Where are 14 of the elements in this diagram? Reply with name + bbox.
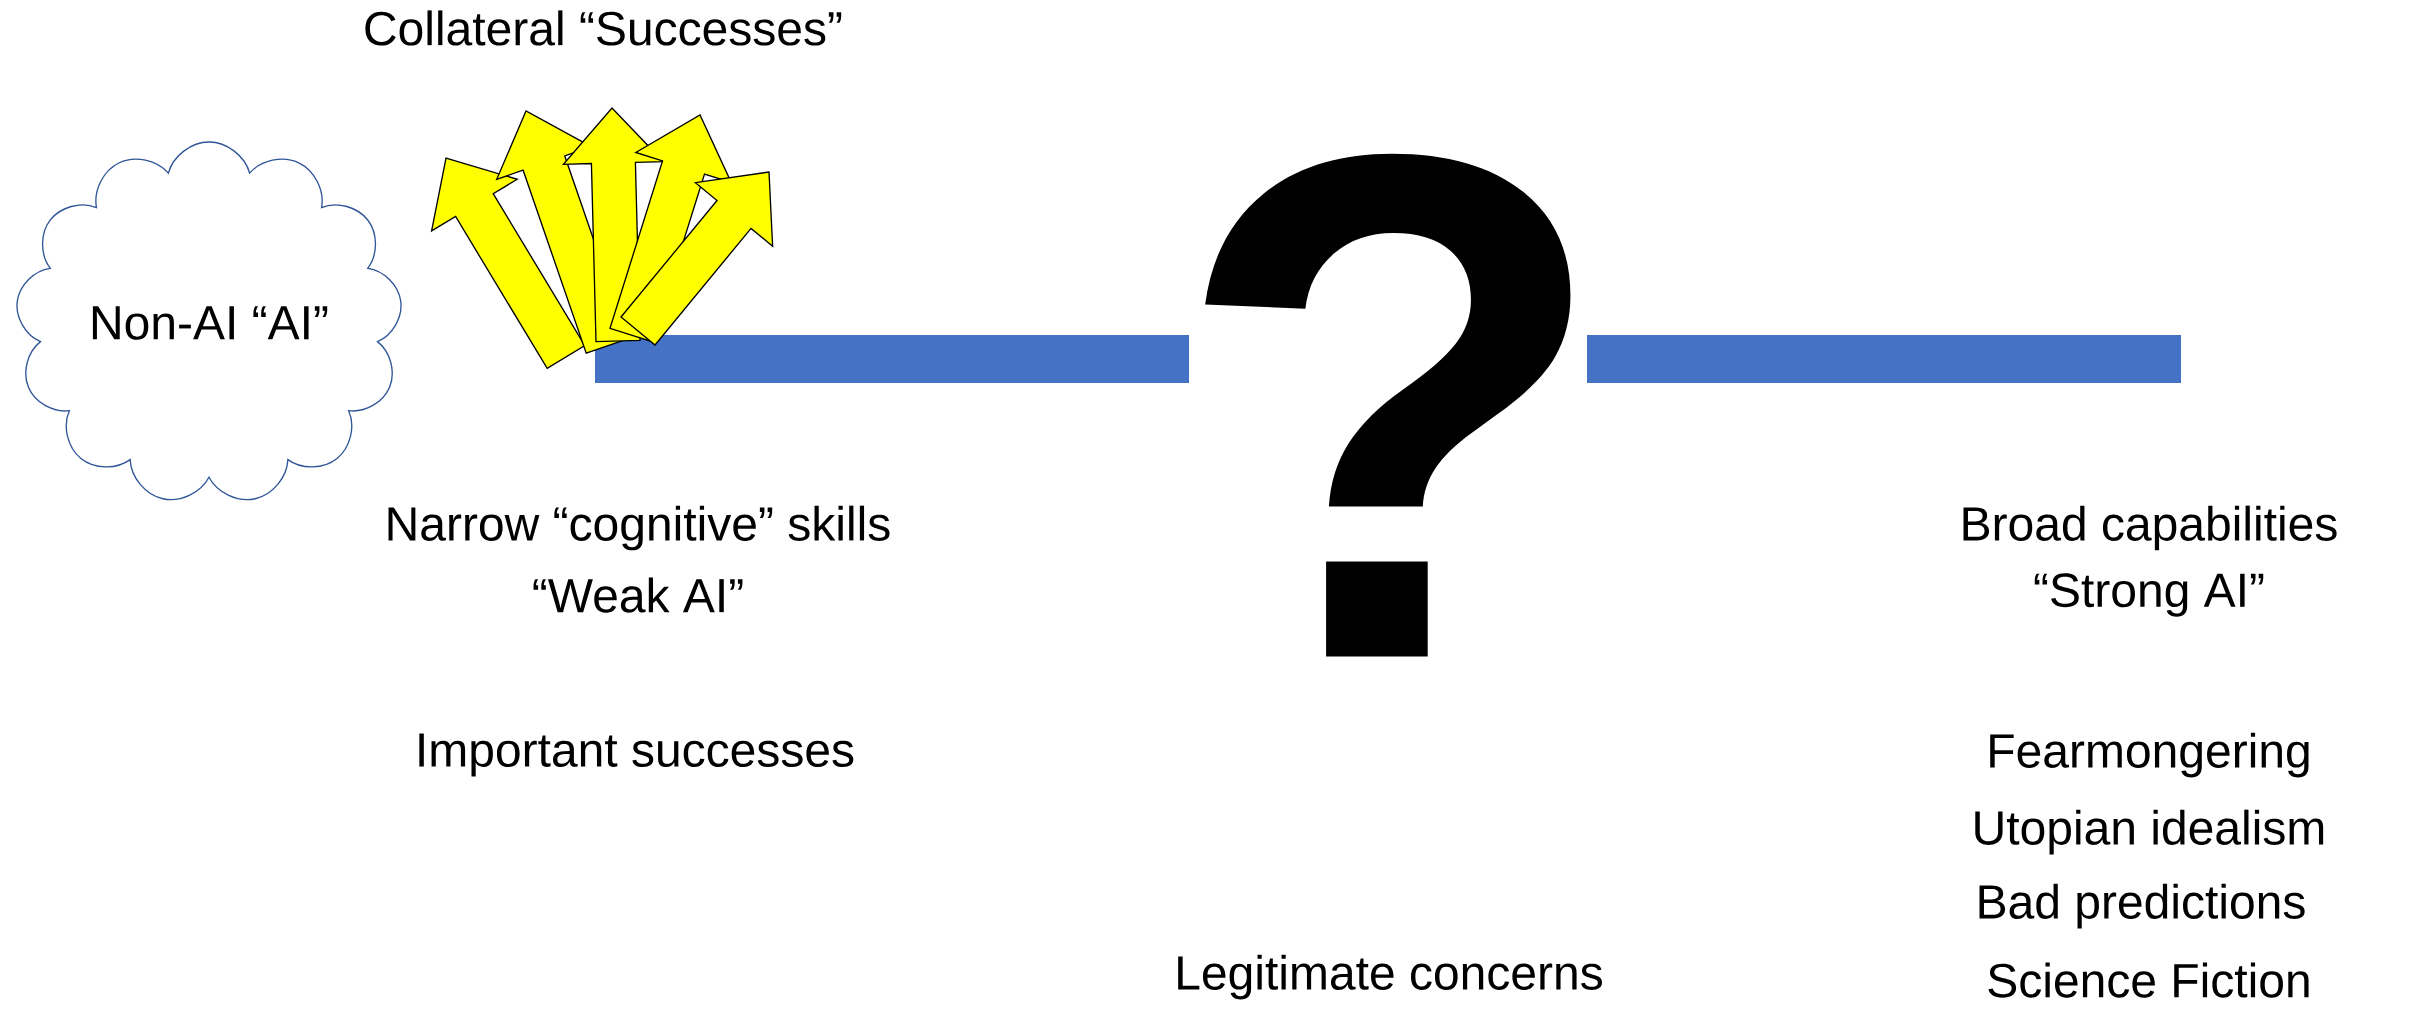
label-text: Bad predictions bbox=[1979, 883, 2305, 929]
label-text: Important successes bbox=[419, 733, 854, 777]
label-text: Broad capabilities bbox=[1963, 505, 2337, 551]
heading-text: Collateral “Successes” bbox=[365, 10, 842, 46]
label-text: Science Fiction bbox=[1988, 962, 2309, 998]
bar bbox=[1587, 335, 2182, 383]
label-text: Fearmongering bbox=[1990, 732, 2309, 778]
label-text: Utopian idealism bbox=[1975, 809, 2324, 855]
label-text: “Strong AI” bbox=[2034, 573, 2264, 617]
question-mark: ? bbox=[1205, 153, 1571, 657]
label-text: Legitimate concerns bbox=[1178, 954, 1602, 1000]
bar bbox=[595, 335, 1189, 383]
label-text: Narrow “cognitive” skills bbox=[388, 505, 890, 551]
label-text: “Weak AI” bbox=[533, 577, 743, 613]
